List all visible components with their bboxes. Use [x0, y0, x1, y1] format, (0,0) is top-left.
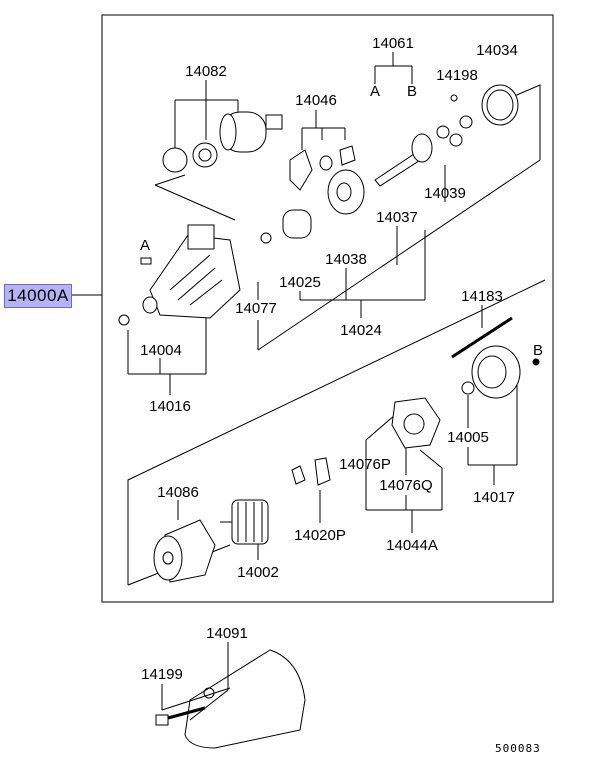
- leader-14016: [127, 300, 207, 395]
- leader-14046: [301, 110, 346, 150]
- brush-14020P: [291, 457, 331, 486]
- clutch-14038: [327, 169, 365, 215]
- label-14005[interactable]: 14005: [447, 429, 489, 446]
- leader-14082: [174, 80, 239, 150]
- brush-holder-14044A: [391, 397, 441, 449]
- ring-14034: [481, 84, 519, 126]
- highlighted-part-14000A[interactable]: 14000A: [4, 284, 72, 308]
- label-14046[interactable]: 14046: [295, 92, 337, 109]
- label-14061[interactable]: 14061: [372, 35, 414, 52]
- label-14038[interactable]: 14038: [325, 251, 367, 268]
- label-14082[interactable]: 14082: [185, 63, 227, 80]
- label-14024[interactable]: 14024: [340, 322, 382, 339]
- label-14076Q[interactable]: 14076Q: [379, 477, 433, 494]
- label-b-top: B: [406, 83, 418, 100]
- label-14016[interactable]: 14016: [149, 398, 191, 415]
- label-14076P[interactable]: 14076P: [339, 456, 391, 473]
- label-14183[interactable]: 14183: [461, 288, 503, 305]
- label-14025[interactable]: 14025: [279, 274, 321, 291]
- bolt-a: [140, 257, 152, 265]
- label-b-side: B: [532, 342, 544, 359]
- label-14037[interactable]: 14037: [376, 209, 418, 226]
- housing-14000A: [118, 224, 241, 326]
- label-14039[interactable]: 14039: [424, 185, 466, 202]
- gears-14039: [436, 115, 473, 147]
- label-14034[interactable]: 14034: [476, 42, 518, 59]
- diagram-code: 500083: [495, 742, 541, 755]
- leader-14044A: [365, 414, 443, 533]
- label-a-side: A: [139, 237, 151, 254]
- leader-14061: [374, 52, 413, 84]
- label-14198[interactable]: 14198: [436, 67, 478, 84]
- label-14086[interactable]: 14086: [157, 484, 199, 501]
- armature-14002: [220, 499, 269, 545]
- label-14199[interactable]: 14199: [141, 666, 183, 683]
- yoke-14086: [153, 519, 216, 583]
- label-14017[interactable]: 14017: [473, 489, 515, 506]
- label-14091[interactable]: 14091: [206, 625, 248, 642]
- cover-14091: [184, 649, 306, 749]
- end-frame-14005: [461, 345, 540, 399]
- lever-14046: [289, 145, 356, 191]
- bolt-14199: [155, 714, 169, 726]
- leader-14017: [467, 375, 518, 485]
- label-a-top: A: [369, 83, 381, 100]
- label-14077[interactable]: 14077: [235, 300, 277, 317]
- leader-14024: [257, 84, 541, 351]
- label-14002[interactable]: 14002: [237, 564, 279, 581]
- solenoid-14082: [162, 111, 283, 173]
- assembly-frame: [101, 14, 554, 603]
- pinion-14025: [260, 209, 312, 244]
- shaft-14037: [374, 133, 433, 187]
- label-14004[interactable]: 14004: [140, 342, 182, 359]
- label-14020P[interactable]: 14020P: [294, 527, 346, 544]
- label-14044A[interactable]: 14044A: [386, 537, 438, 554]
